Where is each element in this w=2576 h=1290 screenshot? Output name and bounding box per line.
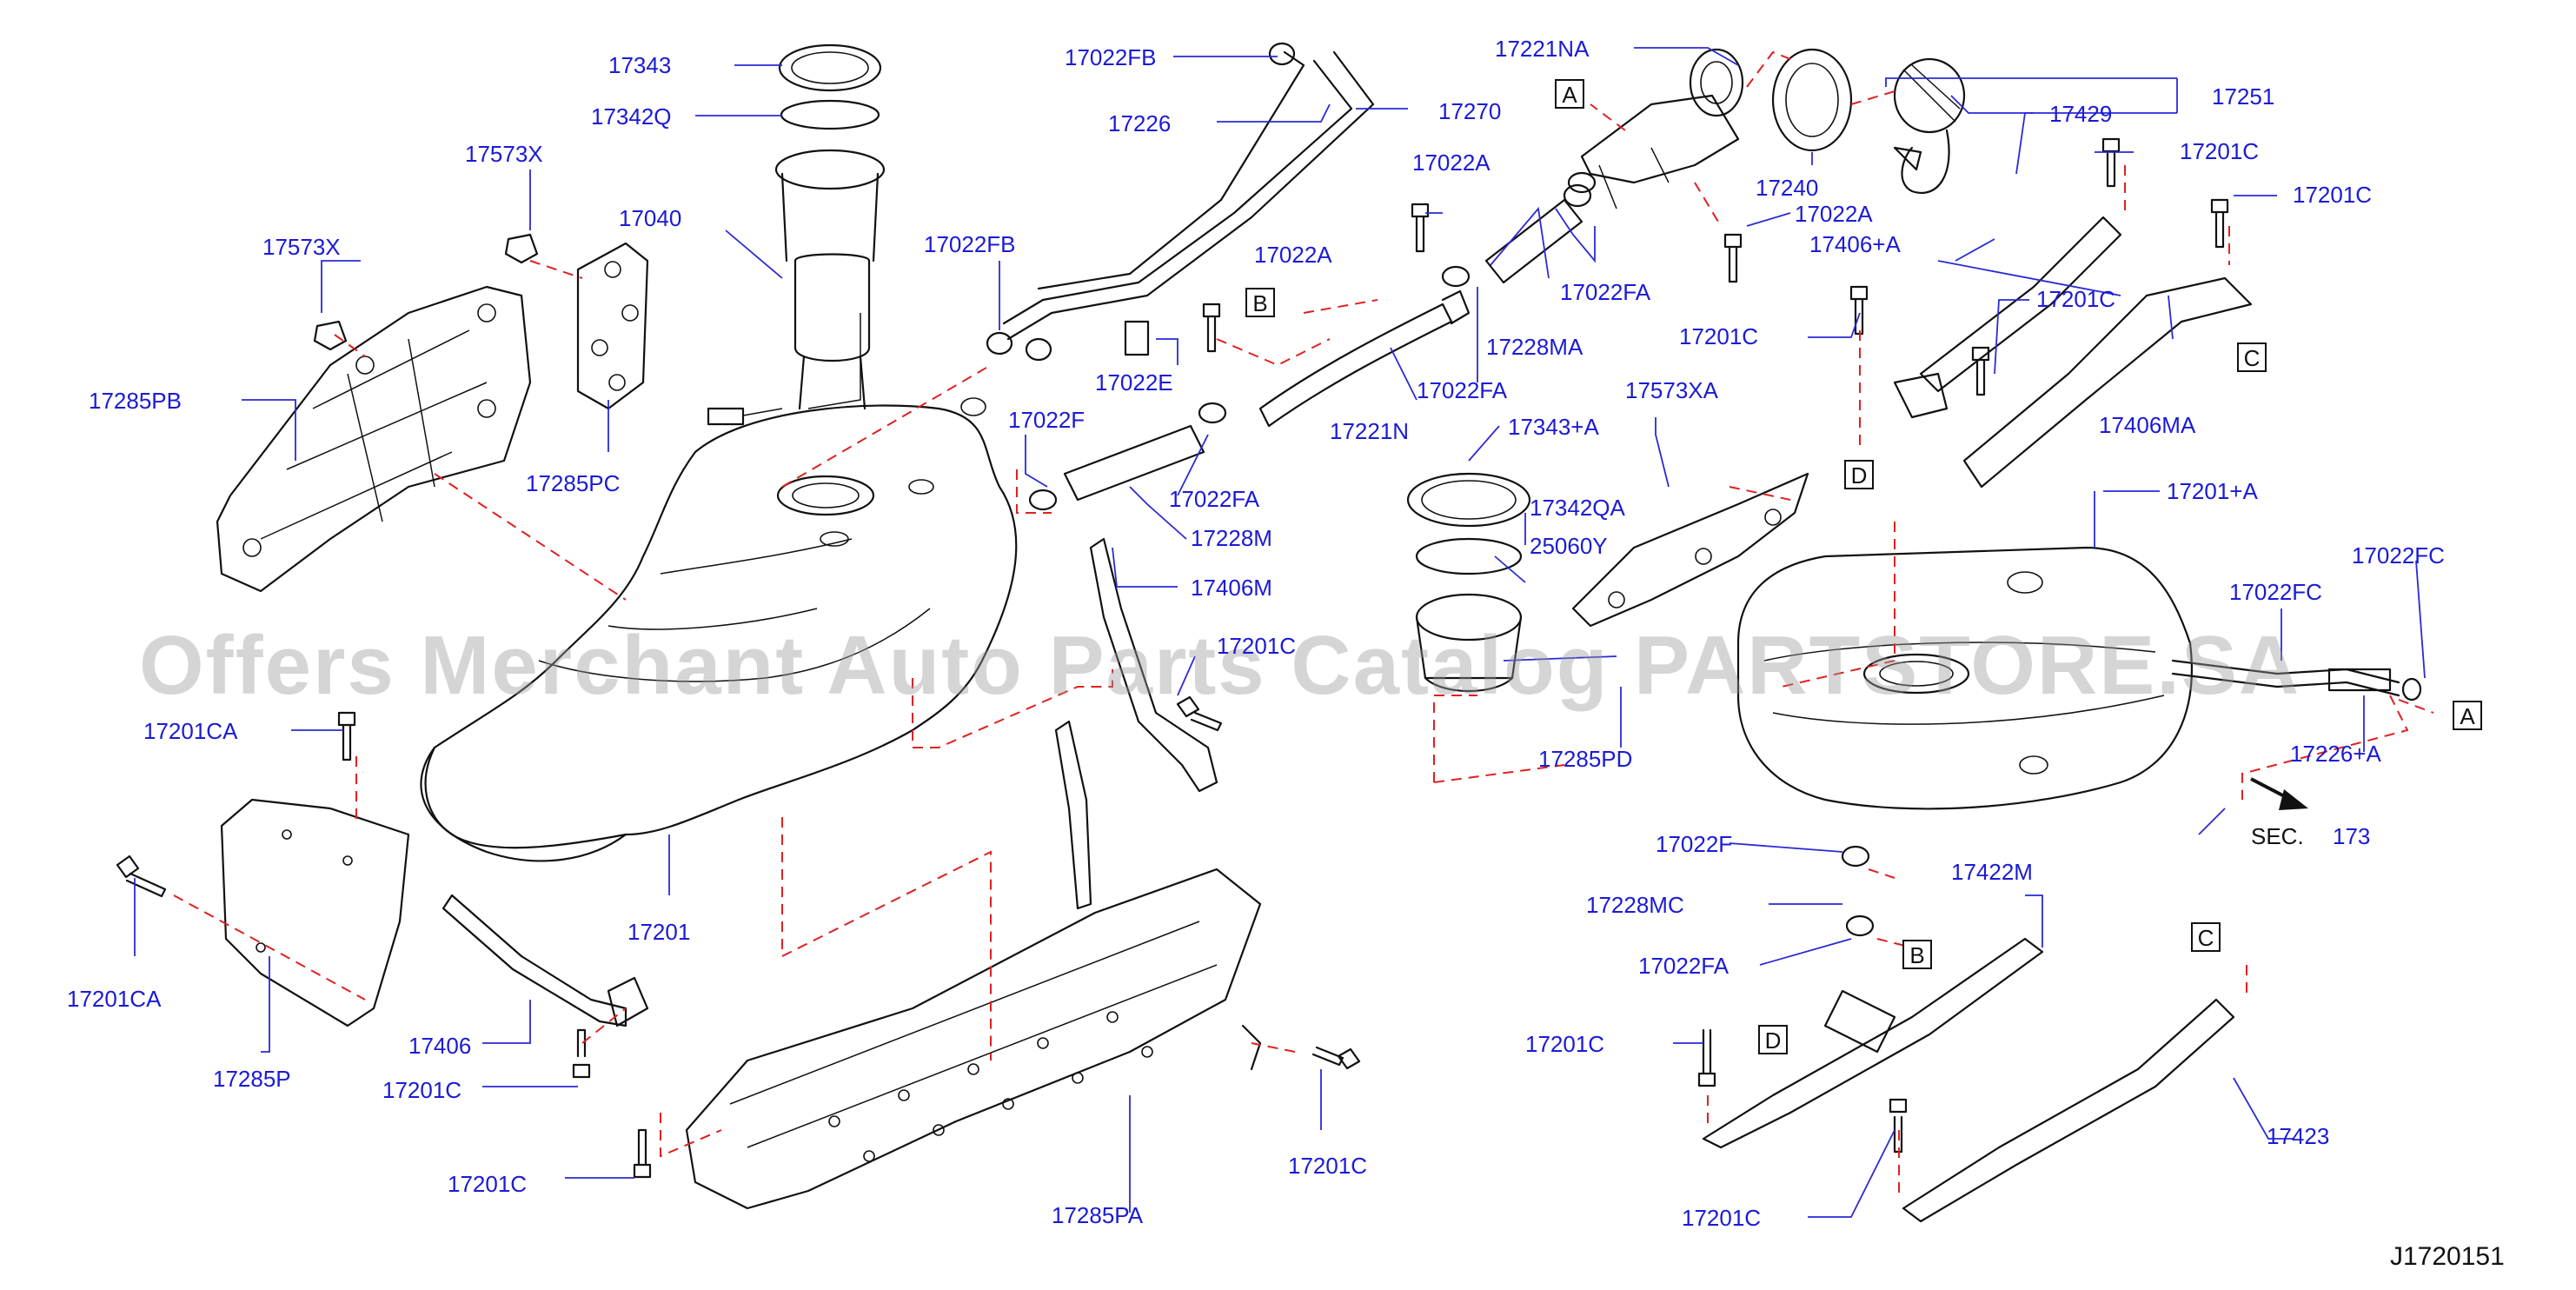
hose-clamps	[1028, 171, 1875, 937]
clip-17573X	[313, 233, 539, 351]
leader-lines	[134, 47, 2426, 1218]
filler-neck-17221N	[1258, 48, 1744, 428]
fuel-cap-17251	[1893, 57, 1966, 134]
callout-a-right: A	[2460, 703, 2475, 729]
label-17201C-i: 17201C	[1682, 1205, 1761, 1231]
label-17022FB-b: 17022FB	[924, 231, 1016, 257]
label-17022F-a: 17022F	[1008, 407, 1085, 433]
label-17406M: 17406M	[1191, 575, 1272, 601]
label-17201A: 17201+A	[2167, 478, 2258, 504]
label-17270: 17270	[1438, 98, 1501, 124]
label-17285PC: 17285PC	[526, 470, 620, 496]
label-17022FA-b: 17022FA	[1560, 279, 1651, 305]
label-17201C-e: 17201C	[382, 1077, 461, 1103]
label-17201CA-a: 17201CA	[143, 718, 238, 744]
label-17201C-h: 17201C	[1525, 1031, 1604, 1057]
heat-shield-17285P	[220, 798, 410, 1027]
label-17429: 17429	[2049, 101, 2112, 127]
label-17240: 17240	[1756, 175, 1818, 201]
label-17022E: 17022E	[1095, 369, 1173, 396]
assembly-lines	[173, 50, 2434, 1200]
label-17406: 17406	[408, 1033, 471, 1059]
label-17573X-a: 17573X	[465, 141, 543, 167]
label-17228MA: 17228MA	[1486, 334, 1583, 360]
callout-a-top: A	[1562, 82, 1577, 108]
sec-number[interactable]: 173	[2333, 823, 2370, 849]
label-17201C-d: 17201C	[2036, 286, 2115, 312]
label-17022A-a: 17022A	[1254, 242, 1332, 268]
label-17201C-overlap: 17201C	[1217, 633, 1296, 659]
callout-b-bottom: B	[1909, 942, 1924, 968]
member-17422M	[1702, 937, 2044, 1149]
label-17201C-b: 17201C	[2293, 182, 2372, 208]
heat-shield-17285PB	[216, 285, 532, 593]
member-17423	[1902, 998, 2235, 1223]
label-17285PB: 17285PB	[89, 388, 182, 414]
label-17022FA-c: 17022FA	[1417, 377, 1508, 403]
callout-d-top: D	[1851, 462, 1868, 489]
label-17285PA: 17285PA	[1052, 1202, 1144, 1228]
fuel-tank-17201	[420, 397, 1018, 862]
label-17201CA-b: 17201CA	[67, 986, 162, 1012]
callout-c-bottom: C	[2198, 925, 2214, 951]
label-17226: 17226	[1108, 110, 1171, 136]
hose-17228MA	[1484, 183, 1592, 284]
label-17343A: 17343+A	[1508, 414, 1599, 440]
label-17423: 17423	[2267, 1123, 2329, 1149]
label-17022FA-a: 17022FA	[1169, 486, 1260, 512]
label-17251: 17251	[2212, 83, 2274, 110]
skid-plate-17285PA	[685, 868, 1262, 1210]
label-17040: 17040	[619, 205, 681, 231]
label-17343: 17343	[608, 52, 671, 78]
label-17422M: 17422M	[1951, 859, 2033, 885]
straps	[442, 216, 2253, 1027]
sec-word: SEC.	[2251, 823, 2304, 849]
seal-17240	[1771, 48, 1853, 152]
diagram-id: J1720151	[2390, 1242, 2505, 1271]
label-17221N: 17221N	[1330, 418, 1409, 444]
part-labels: 17343 17342Q 17573X 17040 17573X 17285PB…	[67, 36, 2445, 1231]
label-17342QA: 17342QA	[1530, 495, 1626, 521]
label-17342Q: 17342Q	[591, 103, 672, 130]
label-17228MC: 17228MC	[1586, 892, 1684, 918]
label-17573XA: 17573XA	[1625, 377, 1719, 403]
label-17022FB-a: 17022FB	[1065, 44, 1157, 70]
label-17022FC-a: 17022FC	[2352, 542, 2445, 569]
label-17201C-c: 17201C	[1679, 323, 1758, 349]
label-17201C-g: 17201C	[1288, 1153, 1367, 1179]
callout-b-top: B	[1252, 290, 1267, 316]
filler-tube-17226	[986, 42, 1375, 362]
bracket-17285PC	[576, 242, 649, 410]
label-17573X-b: 17573X	[262, 234, 341, 260]
label-17022A-b: 17022A	[1412, 150, 1490, 176]
label-17201C-f: 17201C	[448, 1171, 527, 1197]
fuel-pump-17040	[707, 43, 886, 426]
label-17022A-c: 17022A	[1795, 201, 1873, 227]
label-17022F-b: 17022F	[1656, 831, 1732, 857]
label-17201C-a: 17201C	[2180, 138, 2259, 164]
label-17406MA: 17406MA	[2099, 412, 2196, 438]
fuel-tank-17201A	[1736, 546, 2422, 810]
callout-boxes: A B C D A B C D	[1245, 79, 2482, 1054]
label-17022FA-d: 17022FA	[1638, 953, 1730, 979]
label-17285P: 17285P	[213, 1066, 291, 1092]
section-arrow	[2250, 777, 2308, 810]
sender-unit-25060Y	[1406, 472, 1531, 692]
label-17201: 17201	[627, 919, 690, 945]
label-17406A: 17406+A	[1809, 231, 1901, 257]
callout-d-bottom: D	[1765, 1027, 1782, 1054]
hose-17228M	[1063, 424, 1205, 502]
callout-c-top: C	[2244, 345, 2261, 371]
label-17221NA: 17221NA	[1495, 36, 1590, 62]
heat-shield-17285PD	[1571, 472, 1809, 628]
label-17228M: 17228M	[1191, 525, 1272, 551]
label-17285PD: 17285PD	[1538, 746, 1632, 772]
label-17226A: 17226+A	[2290, 741, 2381, 767]
watermark-text: Offers Merchant Auto Parts Catalog PARTS…	[139, 619, 2300, 712]
tether-17429	[1893, 129, 1950, 194]
label-25060Y: 25060Y	[1530, 533, 1608, 559]
label-17022FC-b: 17022FC	[2229, 579, 2322, 605]
